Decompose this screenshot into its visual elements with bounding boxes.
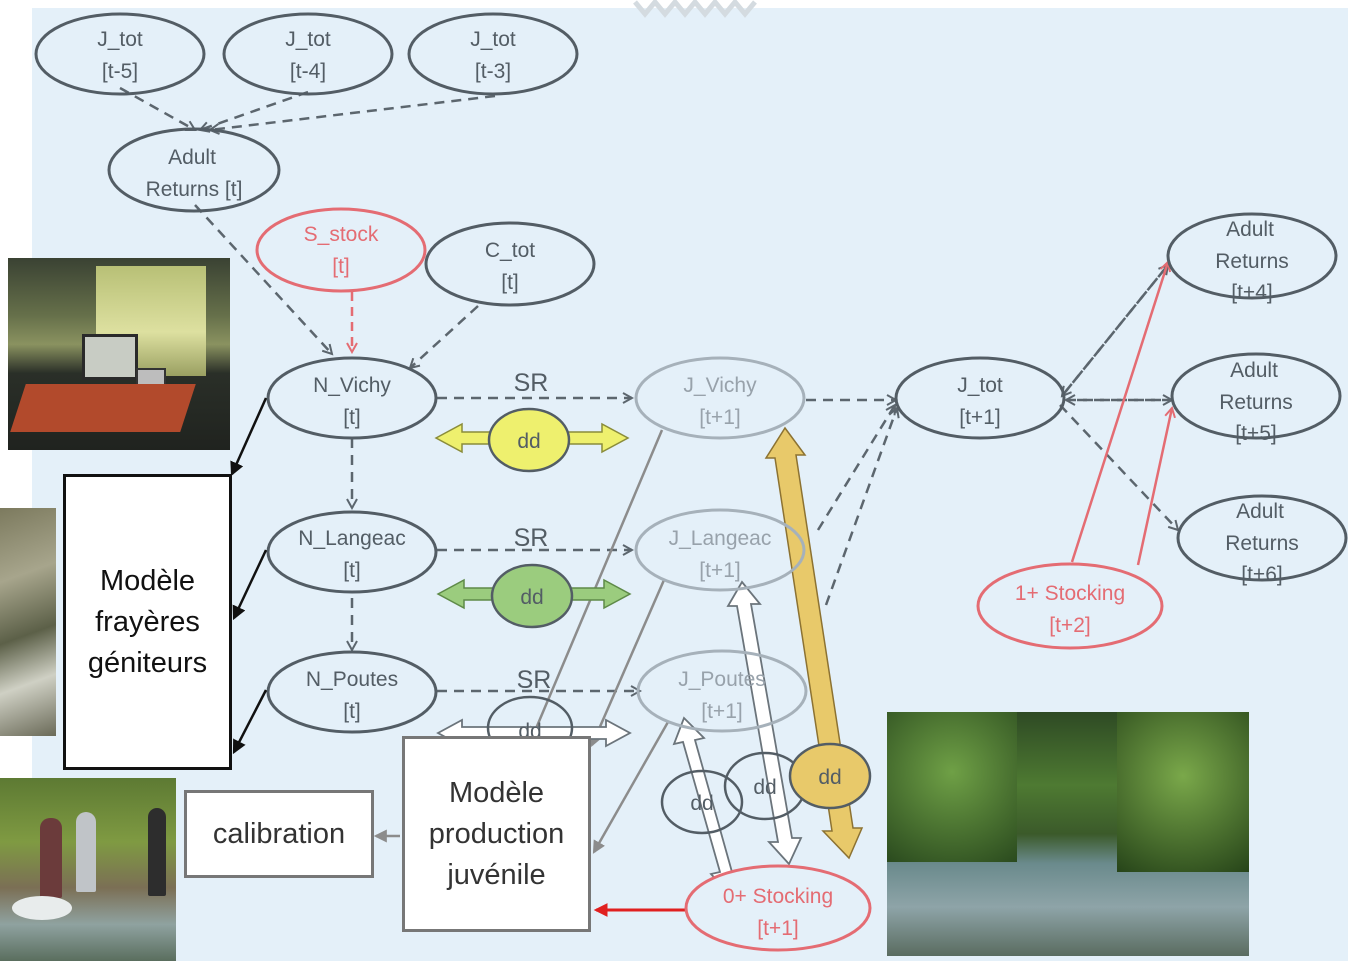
dd-label: dd bbox=[818, 766, 841, 789]
person-shape bbox=[40, 818, 62, 898]
node-sublabel: [t+2] bbox=[1049, 614, 1090, 637]
node-s-stock[interactable]: S_stock [t] bbox=[255, 207, 427, 293]
photo-river bbox=[887, 712, 1249, 956]
dd-node-vichy[interactable]: dd bbox=[487, 407, 571, 473]
node-label: Adult bbox=[1230, 359, 1278, 382]
spawning-model-box[interactable]: Modèle frayères géniteurs bbox=[63, 474, 232, 770]
node-sublabel: Returns [t] bbox=[146, 178, 243, 201]
node-sublabel: [t] bbox=[343, 406, 361, 429]
dd-node-langeac[interactable]: dd bbox=[490, 563, 574, 629]
calibration-label: calibration bbox=[212, 817, 346, 850]
node-sublabel-2: [t+4] bbox=[1231, 281, 1272, 304]
node-sublabel-2: [t+5] bbox=[1235, 422, 1276, 445]
node-label: Adult bbox=[1236, 500, 1284, 523]
dd-label: dd bbox=[753, 776, 776, 799]
node-sublabel: [t+1] bbox=[701, 700, 742, 723]
node-label: J_tot bbox=[97, 28, 143, 51]
node-sublabel: [t-3] bbox=[475, 60, 511, 83]
node-label: Adult bbox=[1226, 218, 1274, 241]
edge-stocking1-to-ar5 bbox=[1136, 408, 1172, 566]
node-label: J_tot bbox=[470, 28, 516, 51]
node-label: N_Poutes bbox=[306, 668, 398, 691]
node-sublabel: [t+1] bbox=[959, 406, 1000, 429]
node-label: S_stock bbox=[304, 223, 379, 246]
node-adult-returns-t-plus-4[interactable]: Adult Returns [t+4] bbox=[1166, 212, 1338, 304]
node-n-langeac[interactable]: N_Langeac [t] bbox=[266, 510, 438, 594]
node-label: N_Langeac bbox=[298, 527, 405, 550]
sr-label-poutes: SR bbox=[517, 666, 552, 694]
edges-to-juvenile-model bbox=[373, 429, 670, 854]
person-shape-3 bbox=[148, 808, 166, 896]
sr-label-vichy: SR bbox=[514, 369, 549, 397]
box-line: production bbox=[428, 817, 565, 850]
node-j-langeac[interactable]: J_Langeac [t+1] bbox=[634, 508, 806, 592]
box-line: frayères bbox=[95, 605, 200, 638]
person-shape-2 bbox=[76, 812, 96, 892]
tree-shape-2 bbox=[1117, 712, 1249, 872]
box-line: Modèle bbox=[448, 776, 545, 809]
node-stocking-0plus[interactable]: 0+ Stocking [t+1] bbox=[684, 864, 872, 952]
node-n-vichy[interactable]: N_Vichy [t] bbox=[266, 356, 438, 440]
node-sublabel: Returns bbox=[1225, 532, 1299, 555]
node-sublabel: [t-4] bbox=[290, 60, 326, 83]
node-label: 0+ Stocking bbox=[723, 885, 833, 908]
node-sublabel: Returns bbox=[1215, 250, 1289, 273]
node-label: J_tot bbox=[957, 374, 1003, 397]
node-c-tot[interactable]: C_tot [t] bbox=[424, 221, 596, 307]
node-j-tot-t-minus-3[interactable]: J_tot [t-3] bbox=[407, 12, 579, 96]
node-j-tot-t-plus-1[interactable]: J_tot [t+1] bbox=[894, 356, 1066, 440]
desk-shape bbox=[10, 384, 196, 432]
node-sublabel: [t] bbox=[332, 255, 350, 278]
node-sublabel: Returns bbox=[1219, 391, 1293, 414]
net-shape bbox=[12, 896, 72, 920]
node-j-vichy[interactable]: J_Vichy [t+1] bbox=[634, 356, 806, 440]
dd-label: dd bbox=[690, 792, 713, 815]
node-sublabel: [t-5] bbox=[102, 60, 138, 83]
node-adult-returns-t-plus-5[interactable]: Adult Returns [t+5] bbox=[1170, 352, 1342, 445]
edges-spawning-model bbox=[230, 397, 268, 755]
node-sublabel: [t] bbox=[343, 700, 361, 723]
node-adult-returns-t[interactable]: Adult Returns [t] bbox=[107, 127, 281, 213]
dd-label: dd bbox=[517, 430, 540, 453]
edges-dashed bbox=[119, 86, 1178, 691]
tree-shape bbox=[887, 712, 1017, 862]
box-line: Modèle bbox=[99, 564, 196, 597]
node-label: N_Vichy bbox=[313, 374, 391, 397]
node-sublabel-2: [t+6] bbox=[1241, 563, 1282, 586]
sr-label-langeac: SR bbox=[514, 524, 549, 552]
node-j-tot-t-minus-5[interactable]: J_tot [t-5] bbox=[34, 12, 206, 96]
node-sublabel: [t] bbox=[343, 559, 361, 582]
monitor-shape bbox=[82, 334, 138, 380]
node-sublabel: [t+1] bbox=[757, 917, 798, 940]
photo-lab bbox=[8, 258, 230, 450]
box-line: géniteurs bbox=[87, 646, 208, 679]
node-sublabel: [t+1] bbox=[699, 406, 740, 429]
node-n-poutes[interactable]: N_Poutes [t] bbox=[266, 650, 438, 734]
node-label: J_Vichy bbox=[683, 374, 757, 397]
node-label: J_Langeac bbox=[669, 527, 772, 550]
top-ornament bbox=[633, 0, 757, 18]
node-label: 1+ Stocking bbox=[1015, 582, 1125, 605]
juvenile-model-box[interactable]: Modèle production juvénile bbox=[402, 736, 591, 932]
box-line: juvénile bbox=[447, 858, 546, 891]
node-label: C_tot bbox=[485, 239, 535, 262]
node-j-tot-t-minus-4[interactable]: J_tot [t-4] bbox=[222, 12, 394, 96]
node-sublabel: [t+1] bbox=[699, 559, 740, 582]
node-label: J_tot bbox=[285, 28, 331, 51]
node-j-poutes[interactable]: J_Poutes [t+1] bbox=[636, 649, 808, 733]
dd-node-gold[interactable]: dd bbox=[788, 742, 872, 810]
node-label: J_Poutes bbox=[678, 668, 766, 691]
node-adult-returns-t-plus-6[interactable]: Adult Returns [t+6] bbox=[1176, 494, 1348, 586]
edge-stocking1-to-ar4 bbox=[1070, 262, 1168, 563]
photo-field-team bbox=[0, 778, 176, 961]
node-label: Adult bbox=[168, 146, 216, 169]
node-stocking-1plus[interactable]: 1+ Stocking [t+2] bbox=[976, 562, 1164, 650]
dd-label: dd bbox=[520, 586, 543, 609]
calibration-box[interactable]: calibration bbox=[184, 790, 374, 878]
dd-node-white-1[interactable]: dd bbox=[660, 769, 744, 835]
photo-riverbank bbox=[0, 508, 56, 736]
node-sublabel: [t] bbox=[501, 271, 519, 294]
